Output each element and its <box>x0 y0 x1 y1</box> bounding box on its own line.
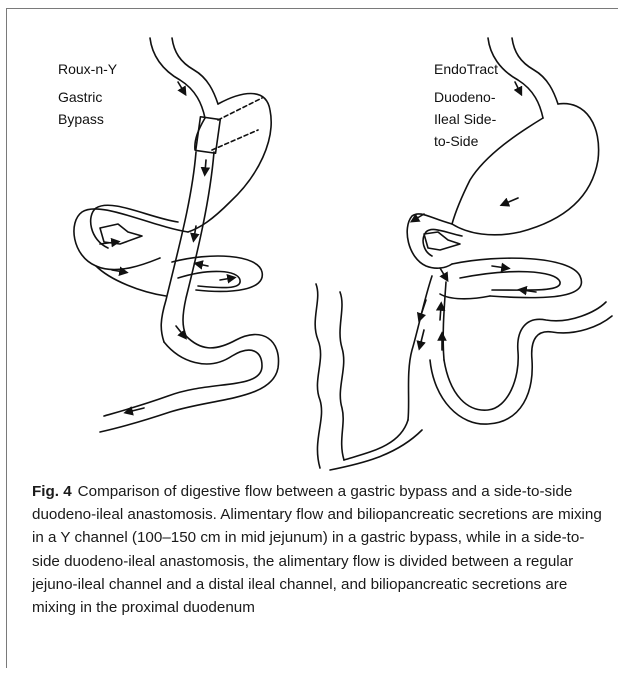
left-flow-arrow <box>198 264 208 266</box>
right-flow-arrow <box>420 300 426 318</box>
right-flow-arrow <box>492 266 506 268</box>
right-ileal-limb-r <box>443 282 446 360</box>
left-flow-arrow <box>194 226 196 238</box>
left-flow-arrow <box>205 160 206 172</box>
left-common-channel-top <box>104 342 262 416</box>
right-panel-label: EndoTract Duodeno- Ileal Side- to-Side <box>434 36 514 174</box>
left-panel-subtitle: Gastric Bypass <box>58 86 128 130</box>
right-flow-arrow <box>515 82 520 92</box>
right-colon-right-wall <box>340 292 344 460</box>
figure-caption-text: Comparison of digestive flow between a g… <box>32 483 602 616</box>
left-pancreas <box>100 224 142 244</box>
right-colon-link <box>344 420 408 460</box>
right-ileal-limb-l <box>408 276 432 420</box>
right-flow-arrow <box>440 268 446 278</box>
figure-number: Fig. 4 <box>32 483 72 500</box>
right-colon-left-wall <box>315 284 321 468</box>
right-flow-arrow <box>440 306 441 320</box>
right-flow-arrow <box>420 330 424 346</box>
right-flow-arrow <box>504 198 518 204</box>
left-esophagus <box>150 38 205 118</box>
left-pouch <box>196 117 221 153</box>
left-roux-limb-r <box>183 152 214 336</box>
right-jejunum-b <box>460 272 560 291</box>
left-flow-arrow <box>176 326 184 336</box>
right-ileal-loop <box>444 302 606 410</box>
left-flow-arrow <box>220 278 232 280</box>
left-common-channel-bottom <box>100 335 279 432</box>
left-flow-arrow <box>112 270 124 272</box>
right-duodenum-outer <box>407 214 452 268</box>
left-jejunum-a <box>172 256 262 291</box>
left-panel-label: Roux-n-Y Gastric Bypass <box>58 36 128 152</box>
left-flow-arrow <box>178 82 184 92</box>
right-esophagus-outer <box>512 38 558 104</box>
left-stomach <box>188 94 271 233</box>
right-jejunum-a <box>452 258 581 298</box>
right-jejunum-tail <box>440 294 490 299</box>
right-panel-subtitle: Duodeno- Ileal Side- to-Side <box>434 86 514 152</box>
left-panel-title: Roux-n-Y <box>58 61 117 77</box>
left-roux-limb-l <box>161 152 196 342</box>
left-bp-limb <box>96 266 166 296</box>
left-jejunum-b <box>178 271 240 287</box>
right-panel-title: EndoTract <box>434 61 498 77</box>
